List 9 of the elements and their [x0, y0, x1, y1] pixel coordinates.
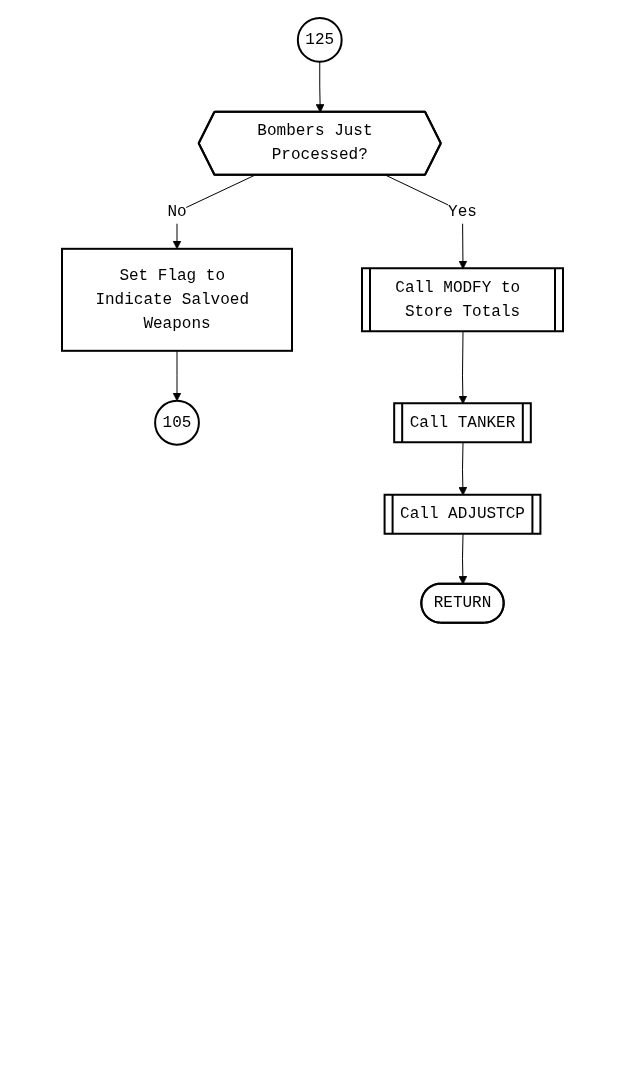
- node-circle: 105: [153, 399, 200, 446]
- arrow: [315, 61, 324, 113]
- arrow: [172, 174, 255, 250]
- arrow: [457, 533, 467, 585]
- edge-label: No: [166, 202, 187, 221]
- arrow: [172, 350, 181, 402]
- edge-label: Yes: [447, 202, 477, 221]
- node-circle: 125: [296, 17, 343, 63]
- node-box: Set Flag to Indicate Salvoed Weapons: [60, 247, 293, 352]
